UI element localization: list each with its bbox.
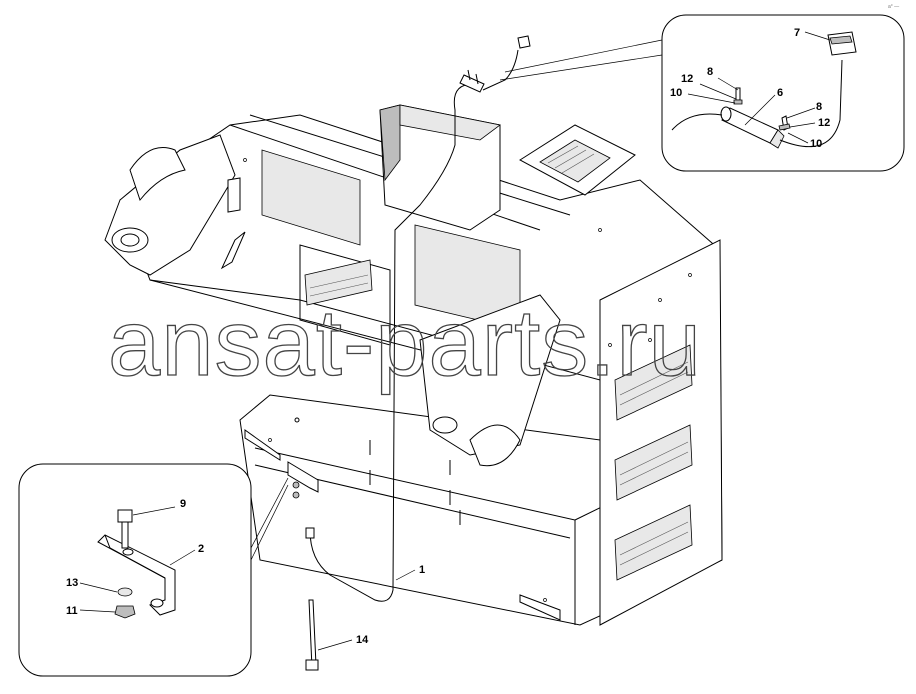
callout-1: 1 <box>419 564 425 576</box>
cable-tie-14 <box>305 599 319 671</box>
corner-mark: a° — <box>888 4 899 10</box>
detail-inset-bracket <box>18 463 289 677</box>
callout-2: 2 <box>198 543 204 555</box>
callout-14: 14 <box>356 634 369 646</box>
watermark: ansat-parts.ru <box>108 290 702 395</box>
callout-11: 11 <box>66 605 78 617</box>
main-frame <box>104 104 723 626</box>
callout-7: 7 <box>794 27 800 39</box>
callout-10-right: 10 <box>810 138 822 150</box>
callout-13: 13 <box>66 577 78 589</box>
bracket-assembly-small <box>287 417 319 499</box>
leader-14 <box>317 639 353 651</box>
cable-harness <box>305 35 531 602</box>
callout-12-left: 12 <box>681 73 693 85</box>
leader-1 <box>395 569 416 581</box>
callout-10-left: 10 <box>670 87 682 99</box>
callout-8-left: 8 <box>707 66 713 78</box>
detail-inset-sensor <box>499 14 905 172</box>
callout-6: 6 <box>777 87 783 99</box>
callout-12-right: 12 <box>818 117 830 129</box>
callout-9: 9 <box>180 498 186 510</box>
callout-8-right: 8 <box>816 101 822 113</box>
